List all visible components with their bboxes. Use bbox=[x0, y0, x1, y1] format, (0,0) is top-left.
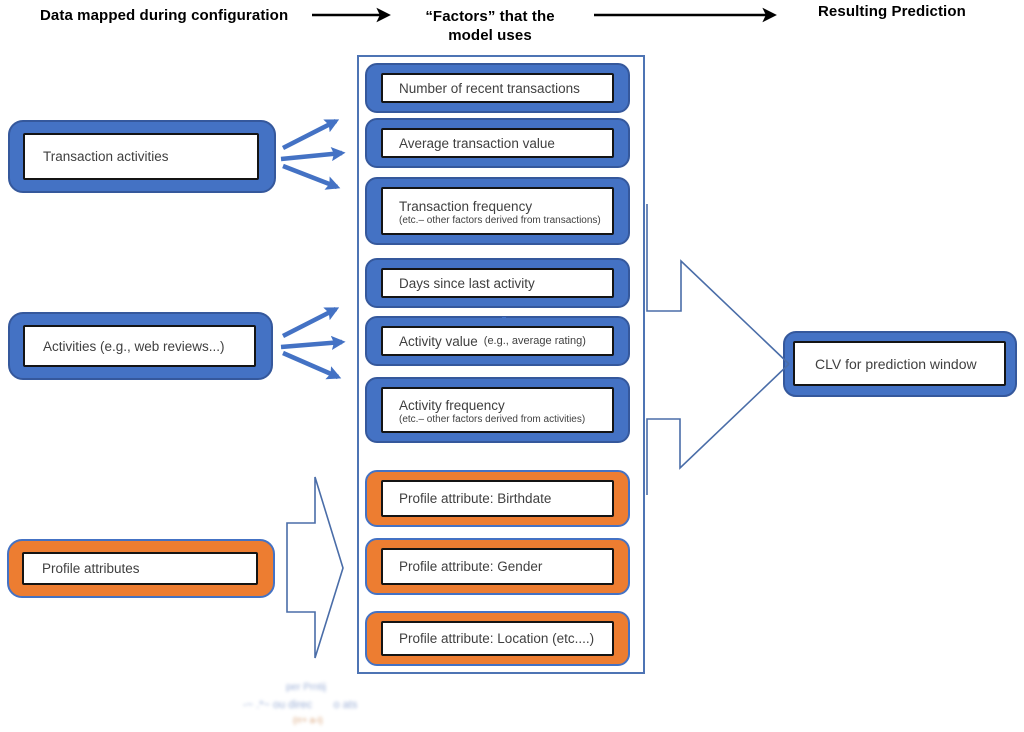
block-arrow-factors-to-clv-bottom-icon bbox=[646, 363, 790, 495]
arrow-transactions-to-frequency-icon bbox=[282, 163, 341, 190]
header-factors-line1: “Factors” that the bbox=[425, 8, 555, 25]
factor-label-group: Activity value (e.g., average rating) bbox=[381, 326, 614, 356]
arrow-transactions-to-recent-icon bbox=[281, 118, 340, 151]
factor-box-transaction-frequency: Transaction frequency (etc.– other facto… bbox=[365, 177, 630, 245]
factor-label: Average transaction value bbox=[381, 128, 614, 158]
factor-box-profile-birthdate: Profile attribute: Birthdate bbox=[365, 470, 630, 527]
factor-sublabel: (etc.– other factors derived from activi… bbox=[399, 413, 586, 425]
source-label: Activities (e.g., web reviews...) bbox=[23, 325, 256, 367]
footnote-blurred-line1: per Prntij bbox=[286, 682, 327, 693]
block-arrow-factors-to-clv-top-icon bbox=[646, 204, 790, 365]
factor-box-profile-location: Profile attribute: Location (etc....) bbox=[365, 611, 630, 666]
header-resulting-prediction: Resulting Prediction bbox=[818, 3, 966, 20]
factor-label: Number of recent transactions bbox=[381, 73, 614, 103]
arrow-transactions-to-average-icon bbox=[280, 146, 346, 162]
header-data-mapped: Data mapped during configuration bbox=[40, 7, 289, 24]
arrow-activities-to-frequency-icon bbox=[282, 350, 342, 380]
arrow-activities-to-value-icon bbox=[280, 335, 346, 350]
source-box-activities: Activities (e.g., web reviews...) bbox=[8, 312, 273, 380]
factor-sublabel: (etc.– other factors derived from transa… bbox=[399, 214, 601, 226]
factor-label-group: Activity frequency (etc.– other factors … bbox=[381, 387, 614, 433]
connector-stub bbox=[502, 317, 506, 324]
block-arrow-profile-to-factors-icon bbox=[286, 476, 344, 659]
factor-label: Days since last activity bbox=[381, 268, 614, 298]
factor-label: Activity value bbox=[399, 333, 478, 349]
source-label: Transaction activities bbox=[23, 133, 259, 180]
header-factors-line2: model uses bbox=[448, 27, 532, 44]
arrow-activities-to-days-icon bbox=[281, 306, 340, 339]
factor-box-activity-value: Activity value (e.g., average rating) bbox=[365, 316, 630, 366]
footnote-blurred-line2: -~ .*~ ou direc o ats bbox=[243, 699, 358, 711]
factor-label: Activity frequency bbox=[399, 397, 505, 413]
factor-label: Profile attribute: Location (etc....) bbox=[381, 621, 614, 656]
factor-label: Profile attribute: Birthdate bbox=[381, 480, 614, 517]
factor-box-days-since-last-activity: Days since last activity bbox=[365, 258, 630, 308]
factor-box-profile-gender: Profile attribute: Gender bbox=[365, 538, 630, 595]
source-box-profile-attributes: Profile attributes bbox=[7, 539, 275, 598]
factor-box-recent-transactions: Number of recent transactions bbox=[365, 63, 630, 113]
prediction-box-clv: CLV for prediction window bbox=[783, 331, 1017, 397]
header-factors: “Factors” that the model uses bbox=[408, 7, 572, 45]
source-label: Profile attributes bbox=[22, 552, 258, 585]
factor-box-activity-frequency: Activity frequency (etc.– other factors … bbox=[365, 377, 630, 443]
factor-box-average-transaction-value: Average transaction value bbox=[365, 118, 630, 168]
source-box-transaction-activities: Transaction activities bbox=[8, 120, 276, 193]
prediction-label: CLV for prediction window bbox=[793, 341, 1006, 386]
factor-label-group: Transaction frequency (etc.– other facto… bbox=[381, 187, 614, 235]
factor-label: Profile attribute: Gender bbox=[381, 548, 614, 585]
factor-label: Transaction frequency bbox=[399, 198, 533, 214]
footnote-blurred-line3: (rr+ a-i) bbox=[293, 715, 323, 725]
factor-note: (e.g., average rating) bbox=[483, 335, 586, 347]
